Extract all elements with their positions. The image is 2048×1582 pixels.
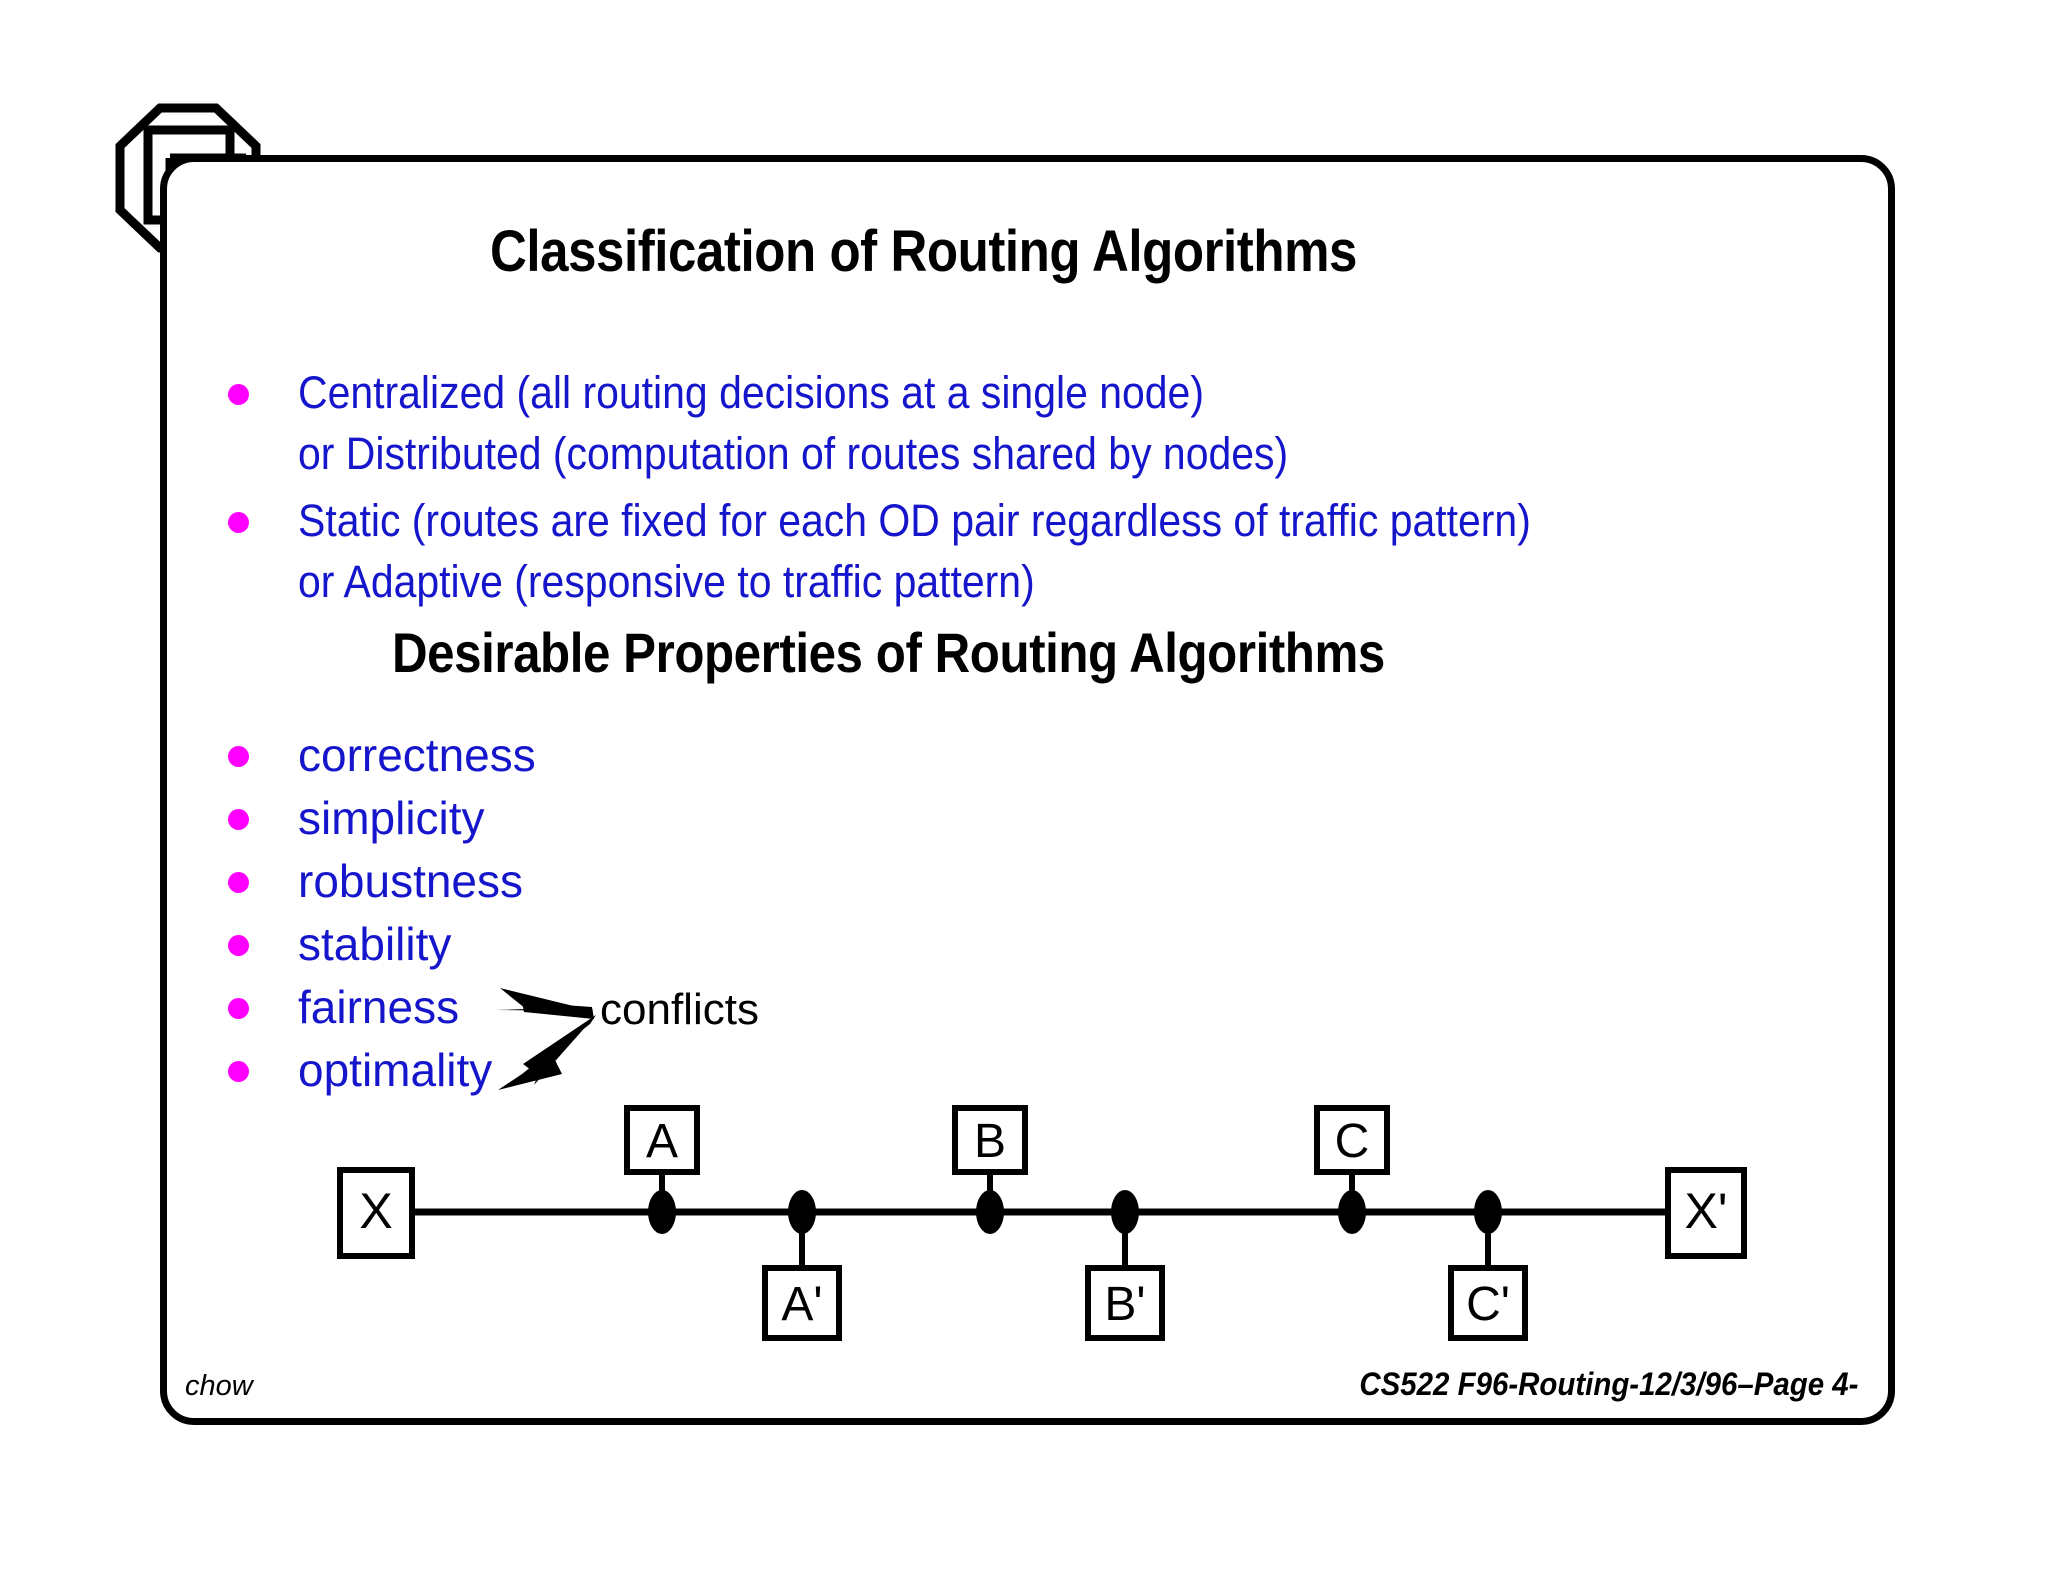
property-stability: stability <box>298 918 452 970</box>
bus-tap-1 <box>648 1190 676 1234</box>
bullet-dot-icon <box>228 746 249 767</box>
node-box-b <box>952 1105 1028 1175</box>
list-item: simplicity <box>228 791 928 854</box>
node-label-c-prime: C' <box>1466 1278 1510 1331</box>
section-heading-desirable-properties: Desirable Properties of Routing Algorith… <box>392 621 1385 684</box>
bus-tap-2 <box>788 1190 816 1234</box>
list-item: Centralized (all routing decisions at a … <box>228 362 1678 484</box>
conflicts-arrows-icon <box>496 988 596 1090</box>
property-optimality: optimality <box>298 1044 493 1096</box>
property-simplicity: simplicity <box>298 792 485 844</box>
node-box-a-prime <box>762 1265 842 1341</box>
bus-tap-3 <box>976 1190 1004 1234</box>
node-label-b: B <box>974 1115 1006 1168</box>
classification-line-2b: or Adaptive (responsive to traffic patte… <box>298 556 1035 607</box>
conflicts-annotation: conflicts <box>478 978 818 1098</box>
node-label-c: C <box>1335 1115 1370 1168</box>
classification-line-1b: or Distributed (computation of routes sh… <box>298 428 1289 479</box>
bullet-dot-icon <box>228 512 249 533</box>
classification-line-1a: Centralized (all routing decisions at a … <box>298 367 1204 418</box>
node-label-a-prime: A' <box>781 1278 822 1331</box>
node-label-x: X <box>359 1183 392 1239</box>
list-item: optimality <box>228 1043 928 1106</box>
footer-author: chow <box>185 1370 253 1402</box>
classification-line-2a: Static (routes are fixed for each OD pai… <box>298 495 1531 546</box>
node-box-b-prime <box>1085 1265 1165 1341</box>
bus-tap-4 <box>1111 1190 1139 1234</box>
node-box-a <box>624 1105 700 1175</box>
bus-tap-6 <box>1474 1190 1502 1234</box>
node-label-b-prime: B' <box>1104 1278 1145 1331</box>
bullet-dot-icon <box>228 809 249 830</box>
page-title: Classification of Routing Algorithms <box>490 219 1357 284</box>
list-item: fairness <box>228 980 928 1043</box>
bus-network-diagram: X X' A B C A' B' C' <box>330 1100 1810 1370</box>
bullet-dot-icon <box>228 384 249 405</box>
node-label-a: A <box>646 1115 678 1168</box>
property-fairness: fairness <box>298 981 460 1033</box>
bullet-dot-icon <box>228 935 249 956</box>
list-item: stability <box>228 917 928 980</box>
node-box-c-prime <box>1448 1265 1528 1341</box>
classification-bullet-list: Centralized (all routing decisions at a … <box>228 362 1678 618</box>
list-item: Static (routes are fixed for each OD pai… <box>228 490 1678 612</box>
bullet-dot-icon <box>228 998 249 1019</box>
node-box-x <box>337 1167 415 1259</box>
footer-course-meta: CS522 F96-Routing-12/3/96–Page 4- <box>1358 1366 1858 1402</box>
list-item: robustness <box>228 854 928 917</box>
node-label-x-prime: X' <box>1685 1183 1728 1239</box>
list-item: correctness <box>228 728 928 791</box>
bullet-dot-icon <box>228 872 249 893</box>
bus-tap-5 <box>1338 1190 1366 1234</box>
properties-bullet-list: correctness simplicity robustness stabil… <box>228 728 928 1106</box>
conflicts-label: conflicts <box>600 985 759 1034</box>
bullet-dot-icon <box>228 1061 249 1082</box>
property-correctness: correctness <box>298 729 536 781</box>
node-box-x-prime <box>1665 1167 1747 1259</box>
node-box-c <box>1314 1105 1390 1175</box>
property-robustness: robustness <box>298 855 524 907</box>
